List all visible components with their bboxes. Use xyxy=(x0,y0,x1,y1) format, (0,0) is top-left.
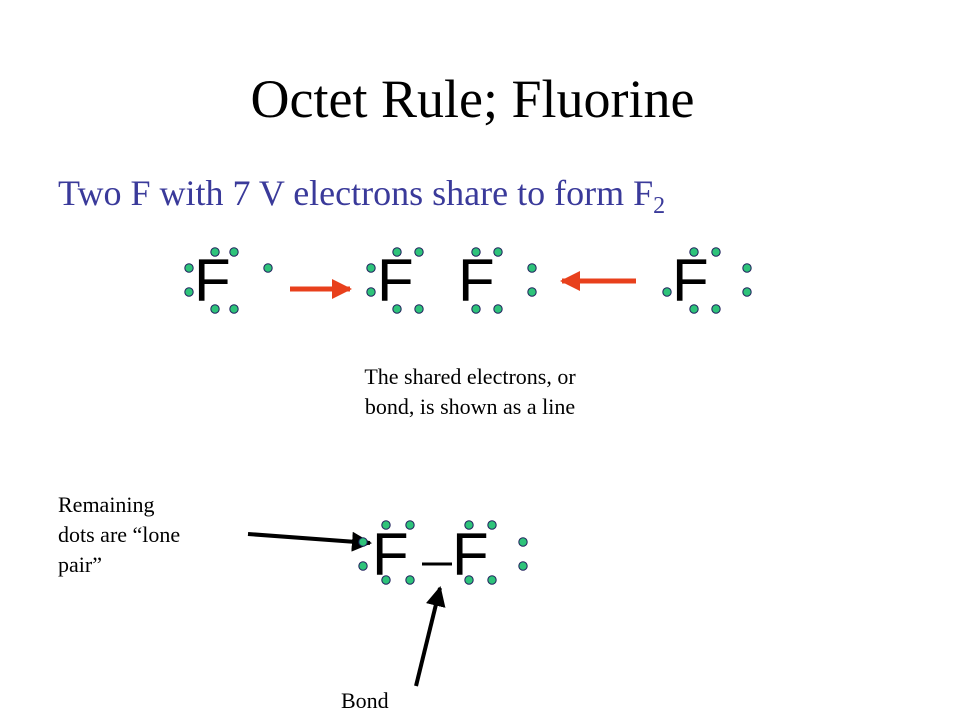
electron-dot xyxy=(381,575,391,585)
lone-caption-line-1: Remaining xyxy=(58,492,155,517)
f2-atom-right: F xyxy=(452,521,489,588)
electron-dot xyxy=(527,287,537,297)
electron-dot xyxy=(184,287,194,297)
electron-dot xyxy=(381,520,391,530)
electron-dot xyxy=(487,575,497,585)
electron-dot xyxy=(210,247,220,257)
electron-dot xyxy=(471,247,481,257)
electron-dot xyxy=(662,287,672,297)
electron-dot xyxy=(392,247,402,257)
electron-dot xyxy=(263,263,273,273)
electron-dot xyxy=(487,520,497,530)
fluorine-atom-2: F xyxy=(377,247,414,314)
electron-dot xyxy=(184,263,194,273)
fluorine-atom-3: F xyxy=(458,247,495,314)
electron-dot xyxy=(711,304,721,314)
electron-dot xyxy=(493,304,503,314)
bond-pointer-arrow xyxy=(414,586,446,687)
electron-dot xyxy=(689,304,699,314)
slide-title: Octet Rule; Fluorine xyxy=(250,69,695,129)
electron-dot xyxy=(742,263,752,273)
shared-caption-line-1: The shared electrons, or xyxy=(364,364,576,389)
electron-dot xyxy=(518,537,528,547)
lone-caption-line-3: pair” xyxy=(58,552,102,577)
electron-dot xyxy=(527,263,537,273)
electron-dot xyxy=(414,247,424,257)
fluorine-atom-4: F xyxy=(672,247,709,314)
f2-atom-left: F xyxy=(372,521,409,588)
electron-dot xyxy=(405,575,415,585)
electron-dot xyxy=(689,247,699,257)
bond-caption: Bond xyxy=(341,688,389,713)
electron-dot xyxy=(358,561,368,571)
electron-dot xyxy=(518,561,528,571)
electron-dot xyxy=(464,520,474,530)
electron-dot xyxy=(493,247,503,257)
electron-dot xyxy=(464,575,474,585)
shared-caption-line-2: bond, is shown as a line xyxy=(364,394,576,419)
lone-caption-line-2: dots are “lone xyxy=(58,522,181,547)
electron-dot xyxy=(471,304,481,314)
electron-dot xyxy=(358,537,368,547)
electron-dot xyxy=(742,287,752,297)
electron-dot xyxy=(405,520,415,530)
shared-electrons-caption: The shared electrons, or bond, is shown … xyxy=(300,362,640,422)
electron-dot xyxy=(392,304,402,314)
electron-dot xyxy=(366,263,376,273)
electron-dot xyxy=(366,287,376,297)
electron-dot xyxy=(414,304,424,314)
electron-dot xyxy=(711,247,721,257)
subtitle-subscript: 2 xyxy=(653,193,666,220)
electron-dot xyxy=(229,304,239,314)
electron-dots xyxy=(184,247,752,585)
electron-dot xyxy=(210,304,220,314)
fluorine-atom-1: F xyxy=(194,247,231,314)
electron-dot xyxy=(229,247,239,257)
lone-pair-caption: Remaining dots are “lone pair” xyxy=(58,490,180,580)
slide-subtitle: Two F with 7 V electrons share to form F… xyxy=(58,172,665,220)
lone-pair-pointer-arrow xyxy=(247,531,372,552)
subtitle-text: Two F with 7 V electrons share to form F xyxy=(58,173,654,213)
